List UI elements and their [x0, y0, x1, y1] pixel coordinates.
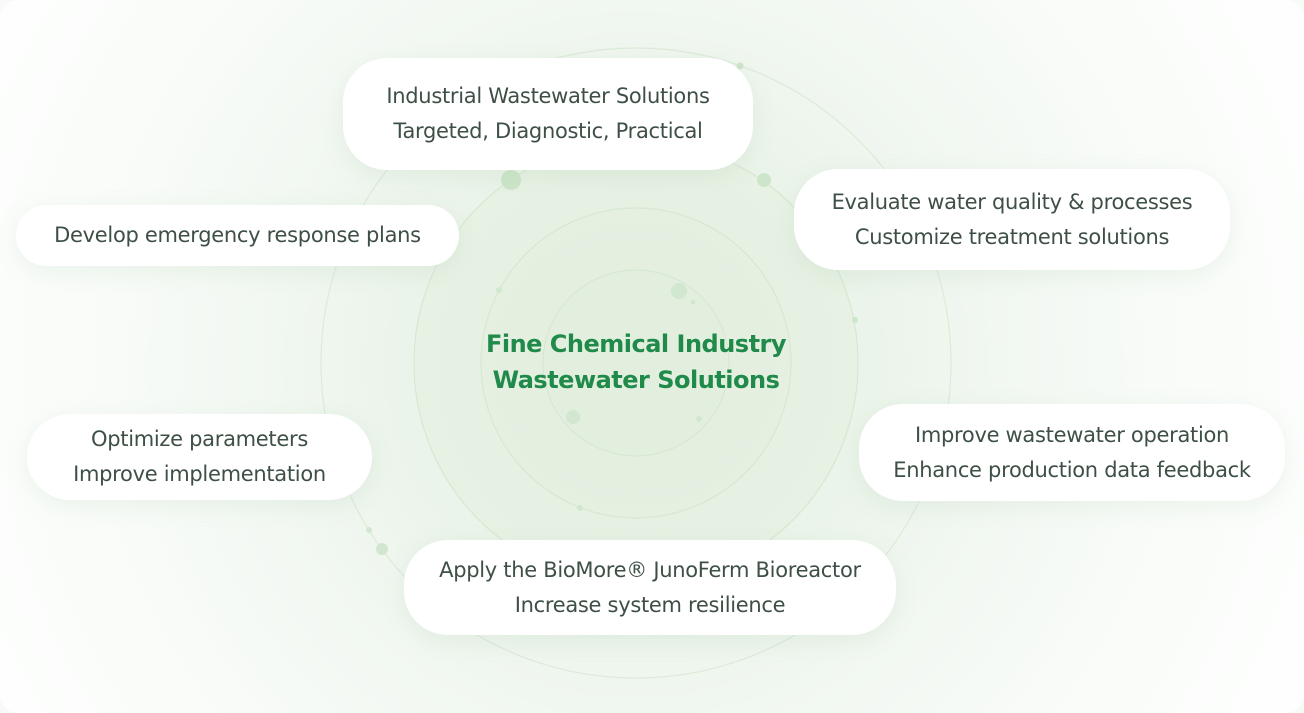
ring-dot [376, 543, 388, 555]
ring-inner [542, 269, 730, 457]
ring-dot [671, 283, 687, 299]
ring-third [480, 207, 792, 519]
node-bottom: Apply the BioMore® JunoFerm Bioreactor I… [404, 540, 896, 635]
node-lower-left-line-2: Improve implementation [73, 462, 326, 486]
node-lower-left-line-1: Optimize parameters [91, 427, 308, 451]
ring-dot [501, 170, 521, 190]
node-bottom-line-1: Apply the BioMore® JunoFerm Bioreactor [439, 557, 861, 582]
node-upper-right: Evaluate water quality & processes Custo… [794, 169, 1230, 270]
ring-dot [577, 505, 583, 511]
node-upper-right-line-1: Evaluate water quality & processes [831, 189, 1193, 214]
node-upper-left: Develop emergency response plans [16, 205, 459, 266]
ring-dot [696, 416, 702, 422]
node-lower-right-line-1: Improve wastewater operation [914, 422, 1230, 447]
ring-dot [852, 317, 858, 323]
node-top-line-2: Targeted, Diagnostic, Practical [393, 119, 703, 143]
ring-dot [496, 287, 502, 293]
node-top: Industrial Wastewater Solutions Targeted… [343, 58, 753, 170]
center-title: Fine Chemical Industry Wastewater Soluti… [436, 326, 836, 398]
node-upper-left-line-1: Develop emergency response plans [54, 223, 421, 247]
center-title-line-1: Fine Chemical Industry [485, 330, 787, 358]
node-lower-right: Improve wastewater operation Enhance pro… [859, 404, 1285, 501]
ring-outer [320, 47, 952, 679]
node-bottom-line-2: Increase system resilience [514, 592, 786, 617]
node-lower-left: Optimize parameters Improve implementati… [27, 414, 372, 500]
ring-dot [736, 62, 744, 70]
ring-dot [690, 299, 696, 305]
center-title-line-2: Wastewater Solutions [492, 366, 780, 394]
node-top-line-1: Industrial Wastewater Solutions [386, 84, 710, 108]
ring-dot [566, 410, 580, 424]
ring-dot [757, 173, 771, 187]
node-lower-right-line-2: Enhance production data feedback [893, 457, 1251, 482]
node-upper-right-line-2: Customize treatment solutions [854, 224, 1170, 249]
ring-dot [366, 527, 372, 533]
